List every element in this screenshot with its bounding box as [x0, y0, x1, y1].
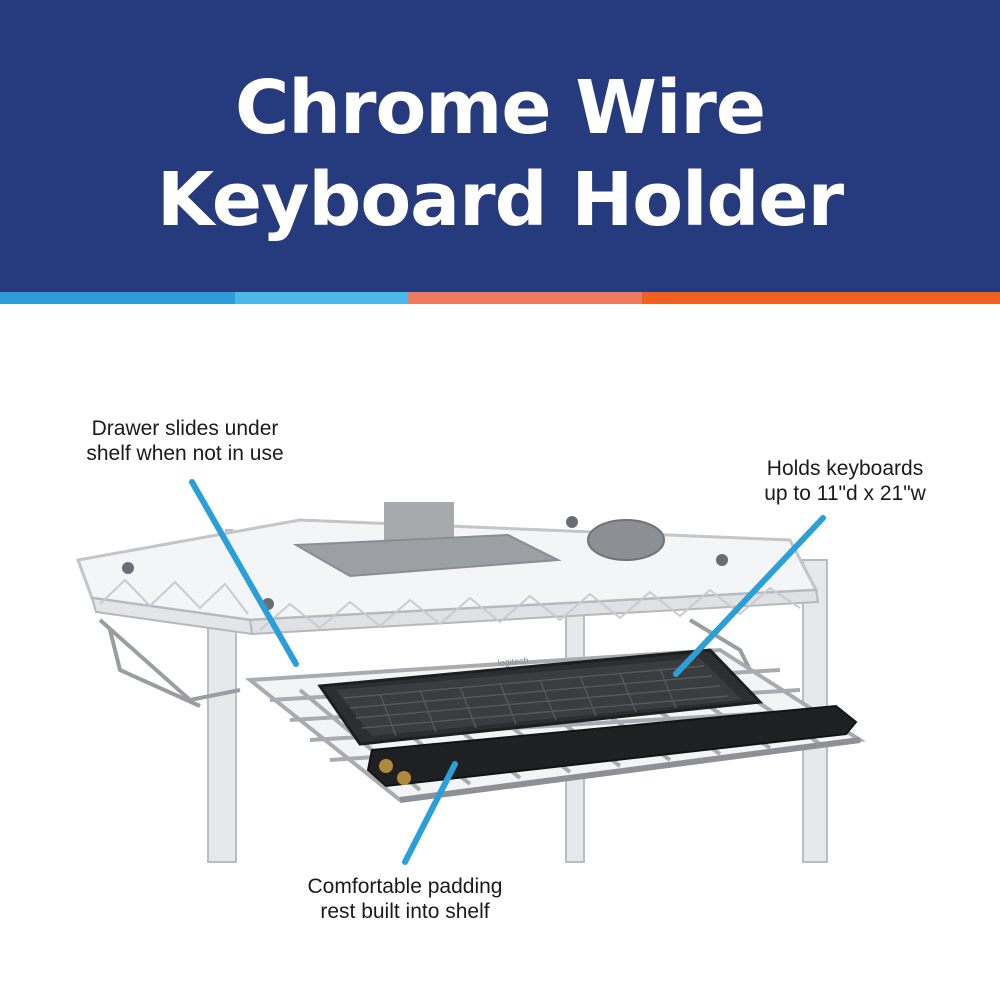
callout-drawer-line-1: Drawer slides under: [91, 417, 279, 440]
callout-padding-line-1: Comfortable padding: [307, 875, 503, 898]
leader-line-padding: [402, 761, 458, 865]
keyboard: logitech: [317, 648, 764, 746]
leader-line-capacity: [673, 515, 826, 677]
callout-capacity-line-2: up to 11"d x 21"w: [764, 482, 926, 505]
product-illustration: logitech: [75, 479, 866, 865]
callout-capacity-line-1: Holds keyboards: [766, 457, 924, 480]
title-line-2: Keyboard Holder: [156, 157, 844, 243]
accent-stripe-blue: [0, 292, 235, 304]
keyboard-brand-logo: logitech: [497, 655, 529, 668]
leader-line-drawer: [189, 479, 299, 667]
title-line-1: Chrome Wire: [234, 65, 766, 151]
mouse: [587, 519, 665, 561]
callout-padding-rest: Comfortable padding rest built into shel…: [270, 874, 540, 924]
callout-leader-lines: [189, 479, 826, 865]
callout-padding-line-2: rest built into shelf: [320, 900, 490, 923]
callout-keyboard-capacity: Holds keyboards up to 11"d x 21"w: [735, 456, 955, 506]
page-title: Chrome Wire Keyboard Holder: [0, 62, 1000, 246]
monitor-stand: [292, 502, 562, 578]
wire-top-shelf: [75, 516, 820, 636]
accent-stripe-salmon: [408, 292, 642, 304]
wrist-rest-padding: [366, 704, 858, 788]
accent-stripe-orange: [642, 292, 1000, 304]
callout-drawer-slides: Drawer slides under shelf when not in us…: [60, 416, 310, 466]
header-banner: [0, 0, 1000, 292]
accent-stripe-light-blue: [235, 292, 408, 304]
callout-drawer-line-2: shelf when not in use: [86, 442, 284, 465]
